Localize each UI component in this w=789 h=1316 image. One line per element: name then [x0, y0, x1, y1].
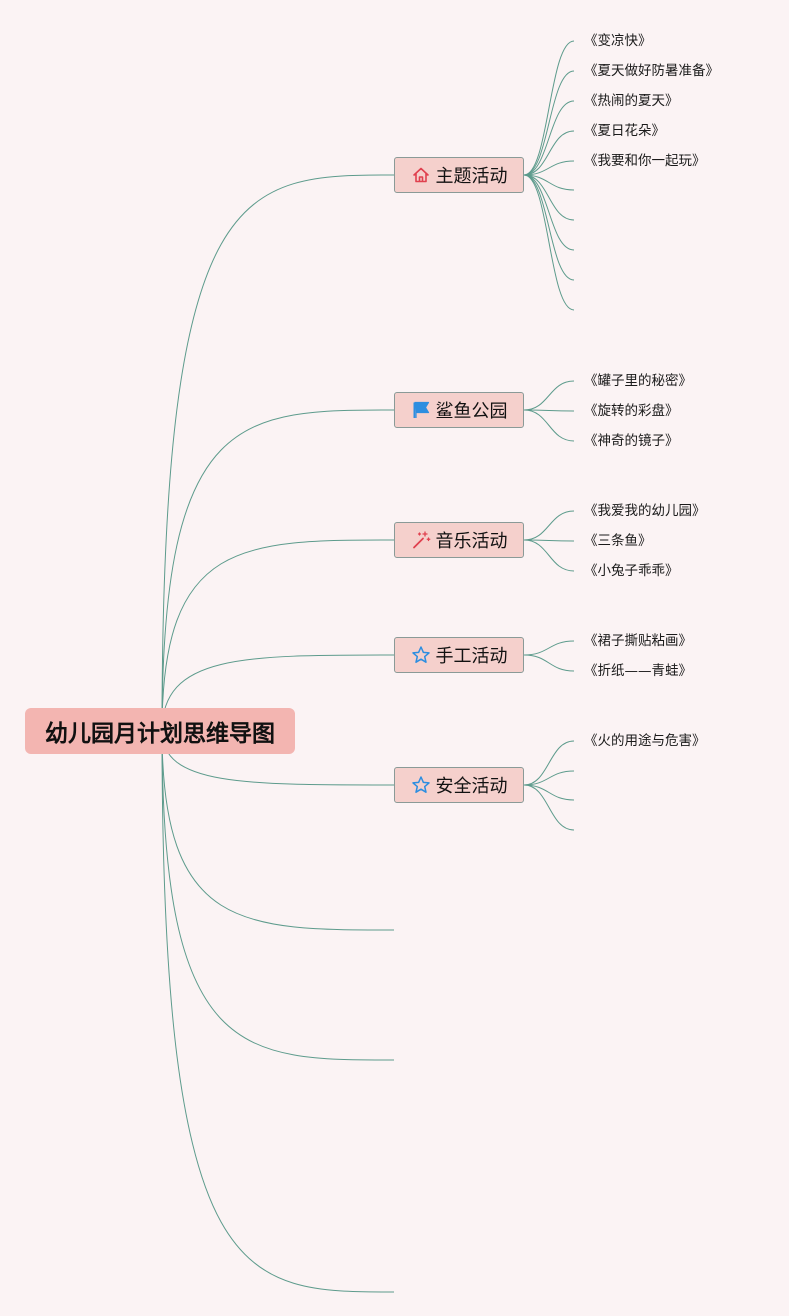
empty-branch-connector [161, 730, 395, 1293]
root-branch-connector [161, 539, 395, 732]
leaf-topic[interactable]: 《旋转的彩盘》 [584, 403, 679, 419]
leaf-topic[interactable]: 《三条鱼》 [584, 533, 652, 549]
branch-leaf-connector [523, 784, 575, 801]
branch-leaf-connector [523, 640, 575, 656]
branch-leaf-connector [523, 70, 575, 176]
root-topic-label: 幼儿园月计划思维导图 [45, 721, 275, 747]
star-outline-icon [411, 645, 431, 665]
leaf-topic[interactable]: 《夏天做好防暑准备》 [584, 63, 719, 79]
leaf-topic[interactable]: 《我要和你一起玩》 [584, 153, 706, 169]
branch-leaf-connector [523, 510, 575, 541]
branch-handcraft-activities[interactable]: 手工活动 [394, 637, 524, 673]
branch-label: 鲨鱼公园 [435, 401, 508, 422]
branch-leaf-connector [523, 160, 575, 176]
branch-shark-park[interactable]: 鲨鱼公园 [394, 392, 524, 428]
empty-branch-connector [161, 730, 395, 931]
leaf-topic[interactable]: 《小兔子乖乖》 [584, 563, 679, 579]
branch-leaf-connector [523, 654, 575, 672]
leaf-topic[interactable]: 《罐子里的秘密》 [584, 373, 692, 389]
star-outline-icon [411, 775, 431, 795]
branch-music-activities[interactable]: 音乐活动 [394, 522, 524, 558]
branch-leaf-connector [523, 784, 575, 831]
branch-leaf-connector [523, 740, 575, 786]
branch-leaf-connector [523, 100, 575, 176]
flag-icon [411, 400, 431, 420]
root-topic[interactable]: 幼儿园月计划思维导图 [25, 708, 295, 754]
leaf-topic[interactable]: 《折纸——青蛙》 [584, 663, 692, 679]
leaf-topic[interactable]: 《变凉快》 [584, 33, 652, 49]
branch-leaf-connector [523, 409, 575, 412]
branch-leaf-connector [523, 174, 575, 191]
leaf-topic[interactable]: 《我爱我的幼儿园》 [584, 503, 706, 519]
branch-label: 音乐活动 [435, 531, 508, 552]
leaf-topic[interactable]: 《热闹的夏天》 [584, 93, 679, 109]
branch-theme-activities[interactable]: 主题活动 [394, 157, 524, 193]
root-branch-connector [161, 654, 395, 732]
branch-leaf-connector [523, 409, 575, 442]
branch-label: 主题活动 [435, 166, 508, 187]
root-branch-connector [161, 174, 395, 732]
branch-leaf-connector [523, 539, 575, 542]
branch-leaf-connector [523, 174, 575, 311]
branch-label: 安全活动 [435, 776, 508, 797]
home-icon [411, 165, 431, 185]
magic-wand-icon [411, 530, 431, 550]
branch-leaf-connector [523, 539, 575, 572]
branch-leaf-connector [523, 174, 575, 221]
leaf-topic[interactable]: 《裙子撕贴粘画》 [584, 633, 692, 649]
empty-branch-connector [161, 730, 395, 1061]
branch-leaf-connector [523, 174, 575, 281]
branch-leaf-connector [523, 380, 575, 411]
leaf-topic[interactable]: 《神奇的镜子》 [584, 433, 679, 449]
branch-leaf-connector [523, 40, 575, 176]
branch-leaf-connector [523, 770, 575, 786]
branch-leaf-connector [523, 130, 575, 176]
branch-leaf-connector [523, 174, 575, 251]
leaf-topic[interactable]: 《火的用途与危害》 [584, 733, 706, 749]
branch-label: 手工活动 [435, 646, 508, 667]
leaf-topic[interactable]: 《夏日花朵》 [584, 123, 665, 139]
root-branch-connector [161, 409, 395, 732]
branch-safety-activities[interactable]: 安全活动 [394, 767, 524, 803]
